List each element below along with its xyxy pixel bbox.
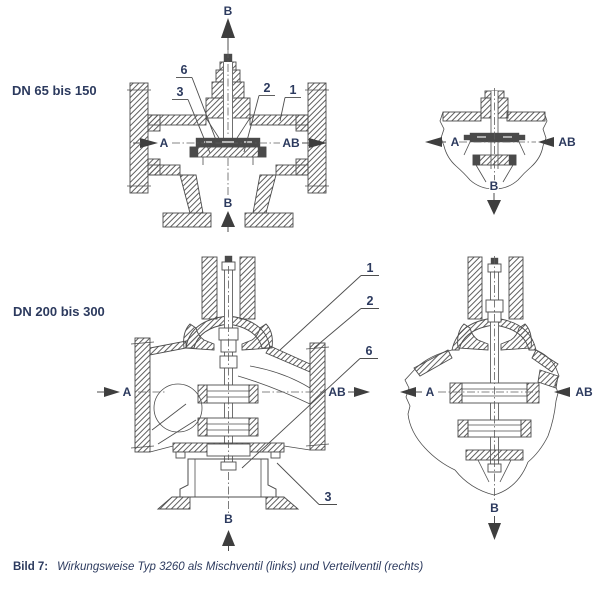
flow-arrow-b-out (488, 516, 501, 540)
valve-body-drawing (404, 256, 560, 505)
callout-2-tl: 2 (264, 81, 271, 95)
port-label-b-tr: B (490, 179, 499, 193)
flow-arrow-a-out (400, 387, 422, 397)
port-label-b-bl: B (224, 512, 233, 526)
flow-arrow-ab-out (302, 138, 327, 148)
callout-2-bl: 2 (367, 294, 374, 308)
dn-range-label-bottom: DN 200 bis 300 (13, 304, 105, 319)
port-label-ab-bl: AB (328, 385, 346, 399)
port-label-ab-br: AB (575, 385, 593, 399)
dn-range-label-top: DN 65 bis 150 (12, 83, 97, 98)
flow-arrow-ab-in (554, 387, 570, 397)
flow-arrow-a-out (425, 137, 446, 147)
diagram-mischventil-dn200-300: 1 2 6 3 A AB B (97, 255, 379, 551)
caption-text: Wirkungsweise Typ 3260 als Mischventil (… (57, 561, 424, 573)
flow-arrow-ab-in (538, 137, 554, 147)
diagram-mischventil-dn65-150: B A AB B 6 3 2 1 (127, 3, 329, 232)
valve-body-drawing (130, 255, 330, 518)
port-label-a-bl: A (123, 385, 132, 399)
port-label-b-top-tl: B (224, 4, 233, 18)
port-label-a-tr: A (451, 135, 460, 149)
port-label-b-br: B (490, 501, 499, 515)
callout-1-bl: 1 (367, 261, 374, 275)
callout-leaders (241, 275, 379, 505)
port-label-b-bottom-tl: B (224, 196, 233, 210)
figure-caption: Bild 7: Wirkungsweise Typ 3260 als Mischv… (13, 561, 588, 573)
port-label-ab-tl: AB (282, 136, 300, 150)
callout-1-tl: 1 (290, 83, 297, 97)
flow-arrow-b-out (487, 193, 501, 215)
flow-arrow-b-top (221, 18, 235, 50)
port-label-ab-tr: AB (558, 135, 576, 149)
valve-body-drawing (127, 50, 329, 228)
port-label-a-tl: A (160, 136, 169, 150)
valve-body-drawing (439, 88, 548, 190)
callout-6-bl: 6 (366, 344, 373, 358)
diagram-verteilventil-dn200-300: A AB B (400, 256, 594, 540)
diagram-verteilventil-dn65-150: A AB B (425, 88, 577, 215)
callout-leaders (172, 77, 301, 154)
flow-arrow-b-bottom (221, 211, 235, 232)
valve-diagrams-canvas: DN 65 bis 150 DN 200 bis 300 (11, 3, 594, 551)
flow-arrow-a-in (97, 387, 120, 397)
flow-arrow-ab-out (348, 387, 370, 397)
callout-3-bl: 3 (325, 490, 332, 504)
callout-6-tl: 6 (181, 63, 188, 77)
port-label-a-br: A (426, 385, 435, 399)
caption-label: Bild 7: (13, 561, 49, 573)
callout-3-tl: 3 (177, 85, 184, 99)
flow-arrow-a-in (133, 138, 158, 148)
flow-arrow-b-in (222, 530, 235, 551)
